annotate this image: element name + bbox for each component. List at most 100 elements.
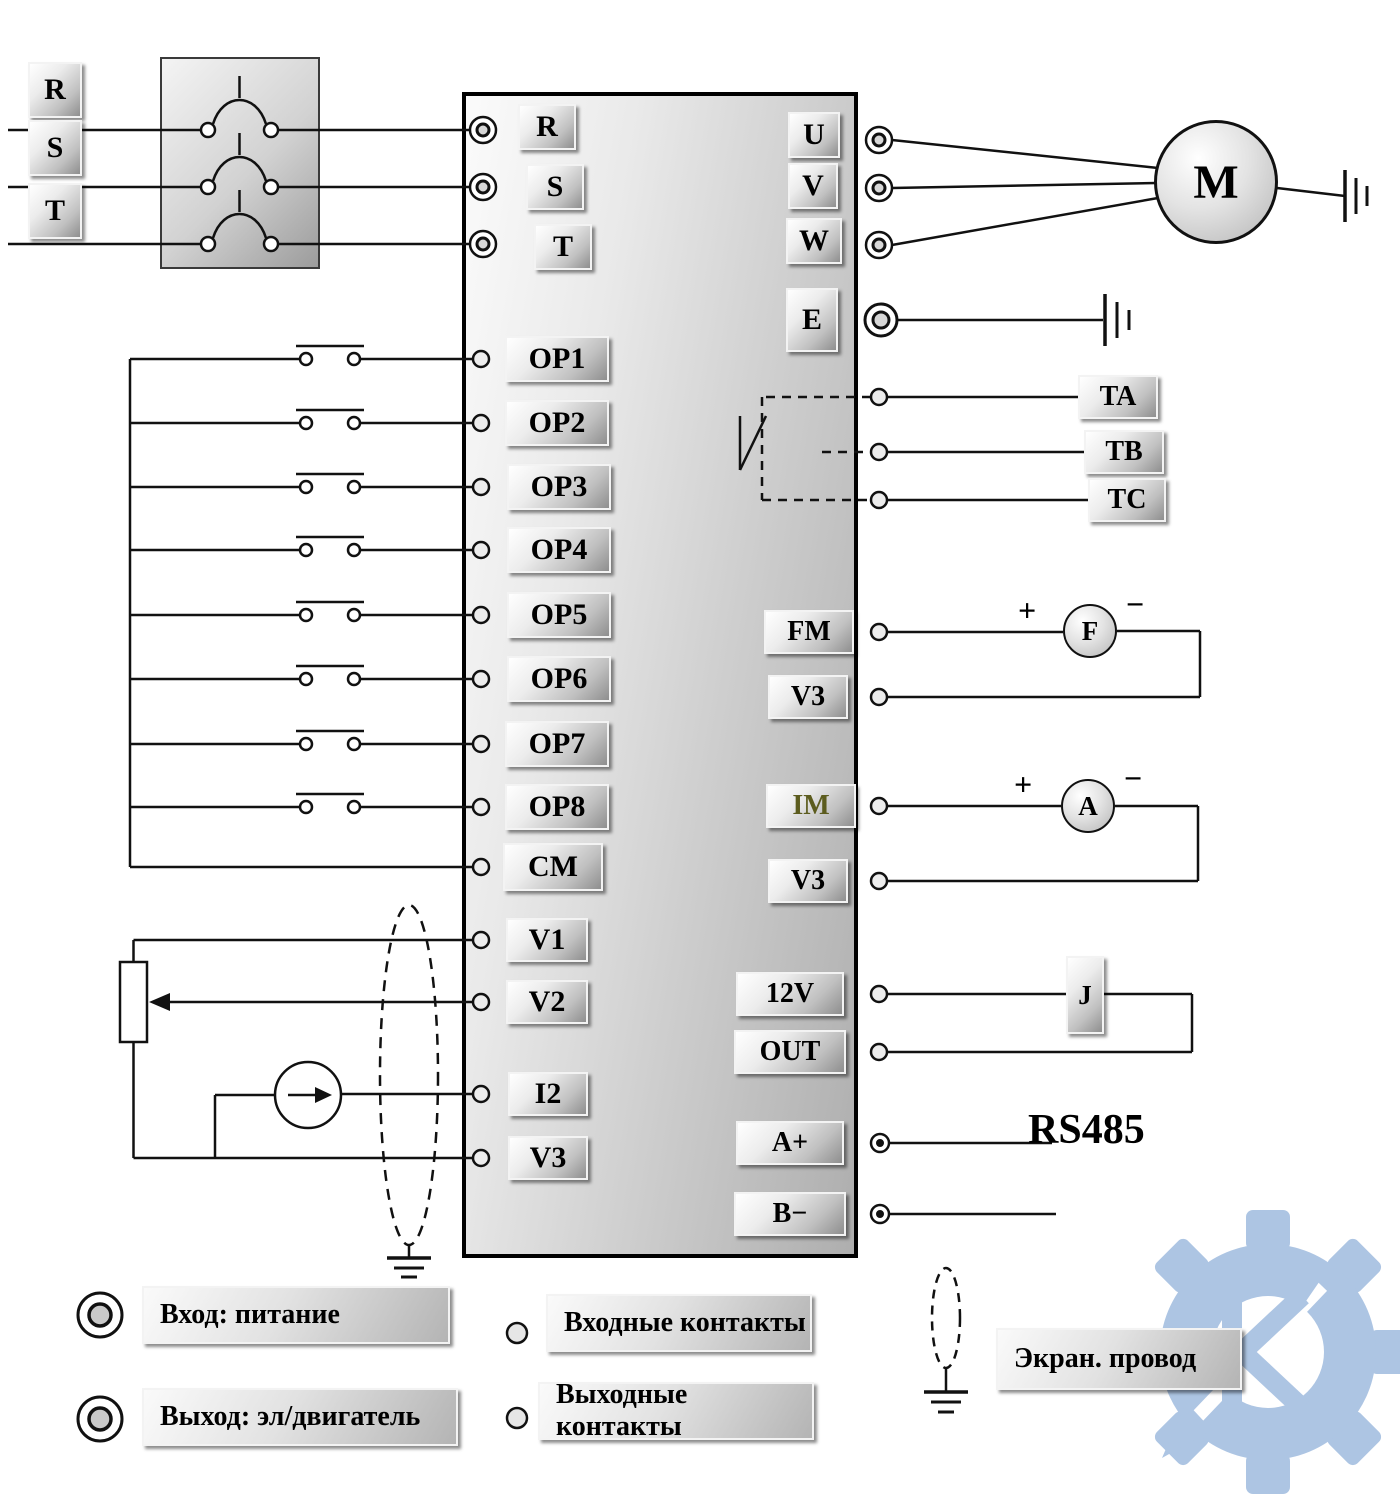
switch-row-op3	[130, 472, 473, 495]
terminal-label-u: U	[788, 112, 840, 158]
legend-input-contact-icon	[505, 1321, 529, 1345]
supply-phase-s: S	[28, 120, 82, 176]
inverter-terminal-r: R	[518, 104, 576, 150]
terminal-op7	[471, 734, 491, 754]
legend-icons	[76, 1266, 968, 1443]
terminal-power-t	[468, 229, 498, 259]
terminal-label-b-minus: B−	[734, 1192, 846, 1236]
digital-input-switches	[128, 344, 473, 869]
terminal-op3	[471, 477, 491, 497]
right-terminals	[863, 125, 899, 1225]
rs485-label: RS485	[1028, 1107, 1145, 1153]
terminal-label-op3: OP3	[507, 464, 611, 510]
terminal-label-a-plus: A+	[736, 1121, 844, 1165]
terminal-label-out: OUT	[734, 1030, 846, 1074]
switch-row-op4	[130, 535, 473, 558]
terminal-label-tc: TC	[1088, 478, 1166, 522]
relay-contact-symbol	[760, 395, 871, 502]
terminal-power-s	[468, 172, 498, 202]
supply-phase-t: T	[28, 183, 82, 239]
fm-plus-sign: +	[1018, 592, 1037, 628]
terminal-i2	[471, 1084, 491, 1104]
rs485-wiring	[889, 1141, 1056, 1216]
switch-row-op5	[130, 600, 473, 623]
terminal-label-op4: OP4	[507, 527, 611, 573]
terminal-label-v: V	[788, 163, 838, 209]
terminal-label-im-v3: V3	[768, 859, 848, 903]
terminal-label-ta: TA	[1078, 375, 1158, 419]
legend-output-contacts: Выходные контакты	[538, 1379, 814, 1442]
terminal-label-fm: FM	[764, 610, 854, 654]
terminal-tb	[869, 442, 889, 462]
terminal-label-cm: CM	[503, 843, 603, 891]
terminal-label-tb: TB	[1084, 430, 1164, 474]
motor: M	[1154, 120, 1278, 244]
terminal-op6	[471, 669, 491, 689]
terminal-v	[864, 173, 894, 203]
terminal-fm-v3	[869, 687, 889, 707]
terminal-label-op6: OP6	[507, 656, 611, 702]
terminal-w	[864, 230, 894, 260]
fm-meter-loop	[887, 629, 1202, 699]
terminal-u	[864, 125, 894, 155]
legend-input-contacts: Входные контакты	[546, 1294, 812, 1352]
switch-row-op2	[130, 408, 473, 431]
terminal-v3	[471, 1148, 491, 1168]
frequency-meter: F	[1063, 604, 1117, 658]
aux-output-loop	[887, 992, 1194, 1054]
terminal-label-v1: V1	[506, 918, 588, 962]
terminal-cm	[471, 857, 491, 877]
current-arrow	[315, 1087, 332, 1103]
analog-input-circuit	[118, 938, 473, 1160]
terminal-op5	[471, 605, 491, 625]
terminal-label-v2: V2	[506, 980, 588, 1024]
terminal-label-op1: OP1	[505, 336, 609, 382]
terminal-v2	[471, 992, 491, 1012]
relay-load-j: J	[1066, 956, 1104, 1034]
terminal-label-12v: 12V	[736, 972, 844, 1016]
shield-ellipse-main	[378, 903, 440, 1279]
earth-wiring	[897, 294, 1131, 346]
terminal-a-plus	[869, 1132, 891, 1154]
terminal-label-op5: OP5	[507, 592, 611, 638]
terminal-op2	[471, 413, 491, 433]
terminal-label-op7: OP7	[505, 721, 609, 767]
terminal-v1	[471, 930, 491, 950]
terminal-label-w: W	[786, 218, 842, 264]
terminal-label-op2: OP2	[505, 400, 609, 446]
switch-row-op6	[130, 664, 473, 687]
terminal-label-e: E	[786, 288, 838, 352]
relay-output-wiring	[738, 395, 1088, 502]
terminal-ta	[869, 387, 889, 407]
terminal-label-v3: V3	[508, 1136, 588, 1180]
wiper-arrow	[149, 993, 170, 1011]
terminal-power-r	[468, 115, 498, 145]
contactor-switches	[199, 76, 280, 253]
terminal-op4	[471, 540, 491, 560]
switch-row-op8	[130, 792, 473, 815]
left-terminals	[468, 115, 498, 1168]
terminal-out	[869, 1042, 889, 1062]
legend-output-contact-icon	[505, 1406, 529, 1430]
switch-row-op1	[130, 344, 473, 367]
potentiometer	[118, 960, 149, 1044]
legend-power-input: Вход: питание	[142, 1286, 450, 1344]
logo-arrowhead-icon	[1162, 1402, 1212, 1458]
terminal-b-minus	[869, 1203, 891, 1225]
terminal-e	[863, 302, 899, 338]
legend-motor-output-icon	[76, 1395, 124, 1443]
fm-minus-sign: −	[1126, 586, 1145, 622]
terminal-op1	[471, 349, 491, 369]
im-plus-sign: +	[1014, 766, 1033, 802]
terminal-label-im: IM	[766, 784, 856, 828]
switch-row-op7	[130, 729, 473, 752]
legend-motor-output: Выход: эл/двигатель	[142, 1388, 458, 1446]
legend-shield-wire: Экран. провод	[996, 1328, 1242, 1390]
terminal-label-i2: I2	[508, 1072, 588, 1116]
terminal-im	[869, 796, 889, 816]
legend-shield-icon	[924, 1266, 968, 1414]
terminal-12v	[869, 984, 889, 1004]
ammeter: A	[1061, 779, 1115, 833]
